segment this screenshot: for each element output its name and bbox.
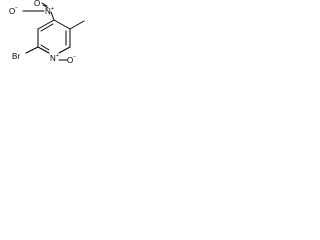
ring-bond-n1-c6 (58, 46, 71, 54)
charge-label-ring-nitrogen: + (56, 53, 59, 59)
bond-nitro-n-o-top-double (42, 4, 49, 9)
atom-label-nitro-oxygen-left: O (9, 7, 15, 16)
ring-bond-c2-n1-inner (40, 44, 50, 51)
bond-c2-bromine (25, 46, 39, 54)
ring-bond-c5-c4 (53, 19, 71, 30)
chemical-structure-diagram: O N + O − Br N + O − (0, 0, 95, 70)
ring-bond-c2-n1 (37, 46, 50, 54)
charge-label-nitro-oxygen-left: − (15, 5, 18, 11)
molecule-drawing: O N + O − Br N + O − (9, 0, 85, 65)
atom-label-nitro-nitrogen: N (45, 7, 51, 16)
ring-bond-c4-c3-inner (40, 23, 54, 32)
atom-label-nitro-oxygen-top: O (34, 0, 40, 8)
atom-label-bromine: Br (12, 52, 20, 61)
atom-label-ring-nitrogen: N (50, 54, 56, 63)
charge-label-n-oxide-oxygen: − (73, 54, 76, 60)
charge-label-nitro-nitrogen: + (51, 6, 54, 12)
ring-bond-c4-c3 (37, 19, 55, 30)
bond-c4-nitro-n (50, 11, 55, 21)
atom-label-n-oxide-oxygen: O (67, 56, 73, 65)
bond-c6-methyl (69, 20, 85, 30)
bond-nitro-n-o-top (41, 2, 48, 7)
